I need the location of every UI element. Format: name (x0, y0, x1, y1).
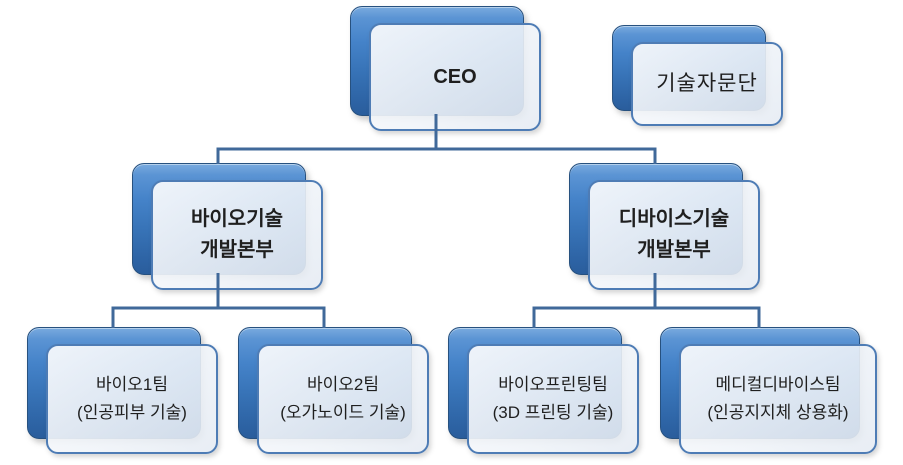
node-device-hq-card: 디바이스기술 개발본부 (588, 180, 760, 290)
node-medical-device-team-card: 메디컬디바이스팀 (인공지지체 상용화) (679, 344, 877, 454)
node-bioprinting-team: 바이오프린팅팀 (3D 프린팅 기술) (448, 327, 639, 454)
node-medical-device-team-label-line2: (인공지지체 상용화) (707, 403, 849, 422)
node-bio-team1-label-line2: (인공피부 기술) (77, 403, 187, 422)
node-bio-hq-card: 바이오기술 개발본부 (151, 180, 323, 290)
node-ceo-card: CEO (369, 23, 541, 131)
node-bio-team2-label-line2: (오가노이드 기술) (280, 403, 406, 422)
node-ceo-label: CEO (433, 66, 477, 88)
node-bio-team2-label-line1: 바이오2팀 (306, 375, 379, 394)
node-device-hq-label-line1: 디바이스기술 (618, 208, 730, 230)
node-bioprinting-team-card: 바이오프린팅팀 (3D 프린팅 기술) (467, 344, 639, 454)
node-device-hq: 디바이스기술 개발본부 (569, 163, 760, 290)
node-bioprinting-team-label-line1: 바이오프린팅팀 (498, 375, 608, 394)
node-medical-device-team-label-line1: 메디컬디바이스팀 (715, 375, 841, 394)
node-device-hq-label-line2: 개발본부 (637, 239, 711, 261)
node-bio-hq: 바이오기술 개발본부 (132, 163, 323, 290)
node-bio-team1-label-line1: 바이오1팀 (95, 375, 168, 394)
node-advisory: 기술자문단 (612, 25, 783, 126)
node-advisory-card: 기술자문단 (631, 42, 783, 126)
node-bio-team1-card: 바이오1팀 (인공피부 기술) (46, 344, 218, 454)
node-bio-team2-card: 바이오2팀 (오가노이드 기술) (257, 344, 429, 454)
node-bioprinting-team-label-line2: (3D 프린팅 기술) (492, 403, 614, 422)
node-bio-team2: 바이오2팀 (오가노이드 기술) (238, 327, 429, 454)
node-bio-hq-label-line1: 바이오기술 (191, 208, 283, 230)
node-advisory-label: 기술자문단 (656, 72, 758, 95)
node-bio-hq-label-line2: 개발본부 (200, 239, 274, 261)
node-bio-team1: 바이오1팀 (인공피부 기술) (27, 327, 218, 454)
node-medical-device-team: 메디컬디바이스팀 (인공지지체 상용화) (660, 327, 877, 454)
node-ceo: CEO (350, 6, 541, 131)
